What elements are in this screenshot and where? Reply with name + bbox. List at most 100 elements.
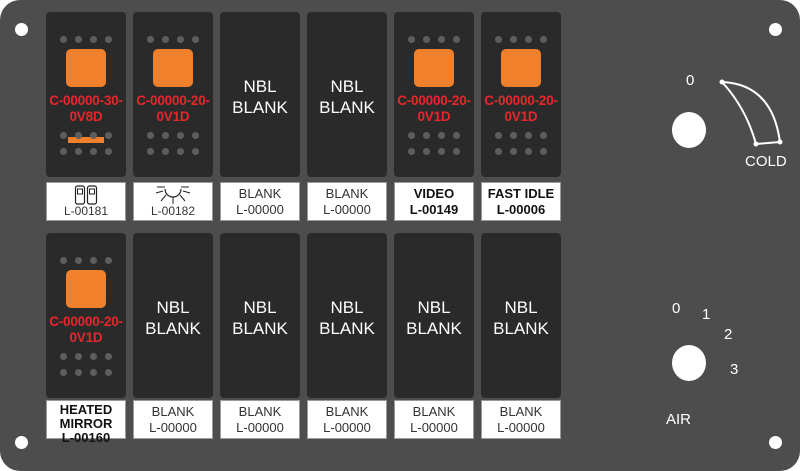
indicator-bar	[68, 137, 104, 143]
rocker-switch[interactable]: C-00000-20-0V1D	[481, 12, 561, 177]
indicator-dots	[147, 148, 199, 156]
blank-line-2: BLANK	[493, 319, 549, 338]
rocker-switch[interactable]: C-00000-20-0V1D	[46, 233, 126, 398]
label-part-number: L-00000	[236, 202, 284, 217]
indicator-dot	[495, 148, 502, 155]
blank-line-2: BLANK	[145, 319, 201, 338]
switch-pad[interactable]	[501, 49, 541, 87]
indicator-dot	[540, 132, 547, 139]
switch-pad[interactable]	[66, 270, 106, 308]
indicator-dot	[162, 148, 169, 155]
indicator-dot	[162, 36, 169, 43]
indicator-dot	[147, 148, 154, 155]
indicator-dot	[75, 353, 82, 360]
indicator-dot	[423, 132, 430, 139]
air-pos-0-label: 0	[672, 300, 681, 317]
part-number-line-1: C-00000-20-	[49, 314, 123, 329]
indicator-dot	[525, 36, 532, 43]
indicator-dot	[162, 132, 169, 139]
indicator-dot	[453, 132, 460, 139]
rocker-switch[interactable]: C-00000-20-0V1D	[394, 12, 474, 177]
label-part-number: L-00181	[63, 204, 109, 218]
rocker-switch[interactable]: C-00000-30-0V8D	[46, 12, 126, 177]
part-number-line-1: C-00000-30-	[49, 93, 123, 108]
indicator-dot	[75, 148, 82, 155]
part-number-line-2: 0V1D	[417, 109, 451, 124]
indicator-dots	[408, 148, 460, 156]
indicator-dots	[60, 36, 112, 44]
blank-line-2: BLANK	[319, 98, 375, 117]
label-part-number: L-00000	[323, 202, 371, 217]
label-part-number: L-00182	[150, 204, 196, 218]
air-knob[interactable]	[672, 345, 706, 381]
blank-line-1: NBL	[156, 298, 190, 317]
indicator-dot	[105, 353, 112, 360]
label-title: MIRROR	[59, 416, 113, 431]
indicator-dot	[60, 132, 67, 139]
indicator-dot	[105, 132, 112, 139]
part-number-line-2: 0V8D	[69, 109, 103, 124]
blank-switch-text: NBL BLANK	[133, 297, 213, 339]
indicator-dots	[147, 36, 199, 44]
label-part-number: L-00000	[323, 420, 371, 435]
indicator-dot	[192, 132, 199, 139]
switch-pad[interactable]	[414, 49, 454, 87]
switch-part-number: C-00000-20-0V1D	[129, 93, 217, 125]
indicator-dot	[438, 132, 445, 139]
indicator-dots	[60, 132, 112, 140]
switch-pad[interactable]	[66, 49, 106, 87]
temperature-knob[interactable]	[672, 112, 706, 148]
indicator-dot	[453, 36, 460, 43]
blank-line-1: NBL	[330, 298, 364, 317]
mount-hole-bottom-right	[769, 436, 782, 449]
indicator-dots	[60, 257, 112, 265]
rocker-switch[interactable]: C-00000-20-0V1D	[133, 12, 213, 177]
indicator-dot	[75, 369, 82, 376]
indicator-dot	[147, 132, 154, 139]
indicator-dots	[495, 36, 547, 44]
indicator-dot	[60, 36, 67, 43]
indicator-dot	[540, 148, 547, 155]
label-title: BLANK	[238, 186, 282, 201]
indicator-dot	[423, 148, 430, 155]
indicator-dot	[75, 257, 82, 264]
indicator-dot	[525, 132, 532, 139]
part-number-line-1: C-00000-20-	[136, 93, 210, 108]
part-number-line-2: 0V1D	[156, 109, 190, 124]
indicator-dot	[177, 132, 184, 139]
indicator-dot	[177, 148, 184, 155]
air-pos-3-label: 3	[730, 361, 739, 378]
label-part-number: L-00000	[236, 420, 284, 435]
indicator-dot	[510, 148, 517, 155]
label-title: BLANK	[499, 404, 543, 419]
seat-icon	[47, 185, 125, 205]
indicator-dot	[408, 132, 415, 139]
blank-switch[interactable]: NBL BLANK	[133, 233, 213, 398]
indicator-dots	[60, 369, 112, 377]
label-part-number: L-00006	[496, 202, 546, 217]
label-part-number: L-00149	[409, 202, 459, 217]
label-part-number: L-00160	[61, 430, 111, 445]
indicator-dots	[408, 36, 460, 44]
switch-pad[interactable]	[153, 49, 193, 87]
label-title: BLANK	[325, 404, 369, 419]
indicator-dot	[90, 257, 97, 264]
indicator-dot	[60, 148, 67, 155]
indicator-dot	[408, 148, 415, 155]
